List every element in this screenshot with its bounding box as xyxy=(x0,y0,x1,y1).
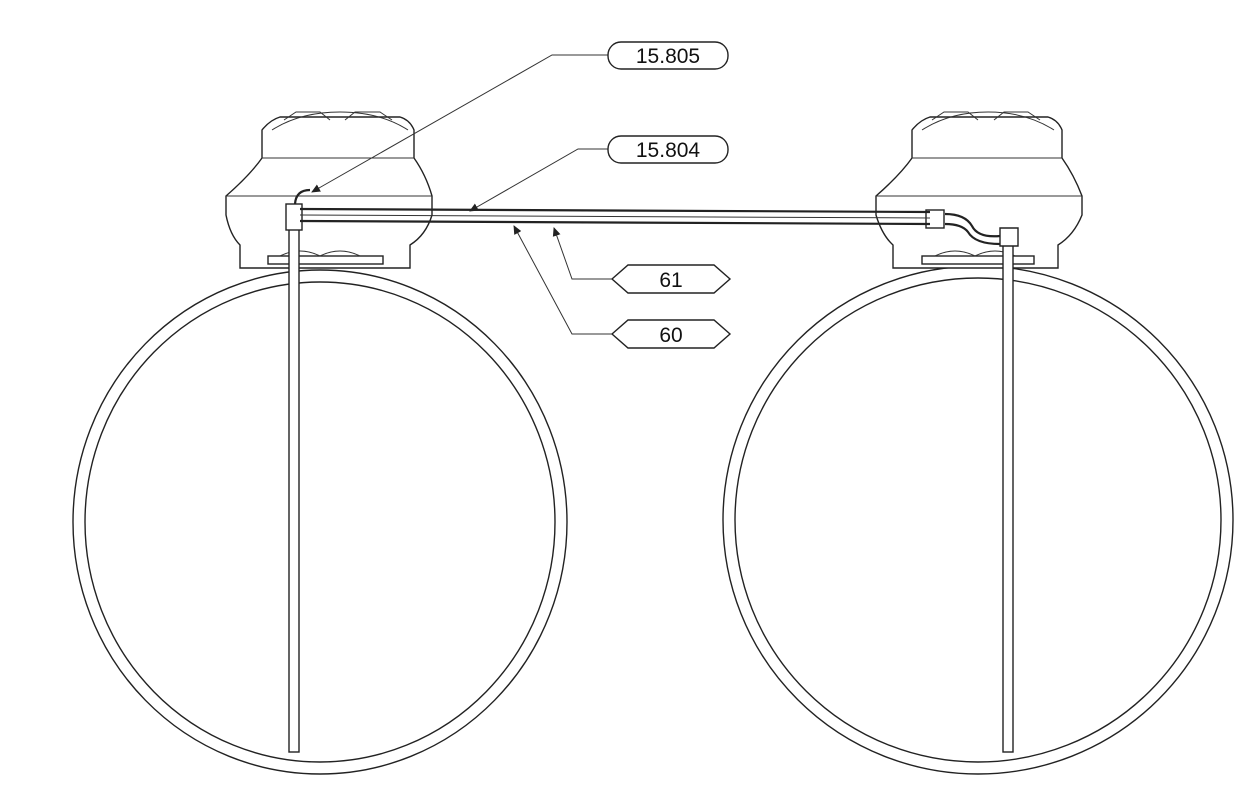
right-tank-flange xyxy=(921,255,1035,265)
left-dip-tube xyxy=(288,221,300,753)
left-tank-dome xyxy=(225,116,433,269)
left-tank xyxy=(72,111,568,775)
callout-60-label: 60 xyxy=(659,324,682,347)
callout-15804: 15.804 xyxy=(607,135,729,164)
right-dip-tube xyxy=(1002,231,1014,753)
connecting-pipe xyxy=(299,207,931,226)
right-tank xyxy=(722,111,1234,775)
right-tank-dome xyxy=(875,116,1083,269)
callout-15804-label: 15.804 xyxy=(636,139,701,162)
leader-lines xyxy=(311,54,612,335)
left-tank-flange xyxy=(267,255,384,265)
callout-60: 60 xyxy=(610,319,732,349)
callout-61-label: 61 xyxy=(659,269,682,292)
callout-61: 61 xyxy=(610,264,732,294)
callout-15805-label: 15.805 xyxy=(636,45,700,68)
callout-15805: 15.805 xyxy=(607,41,729,70)
